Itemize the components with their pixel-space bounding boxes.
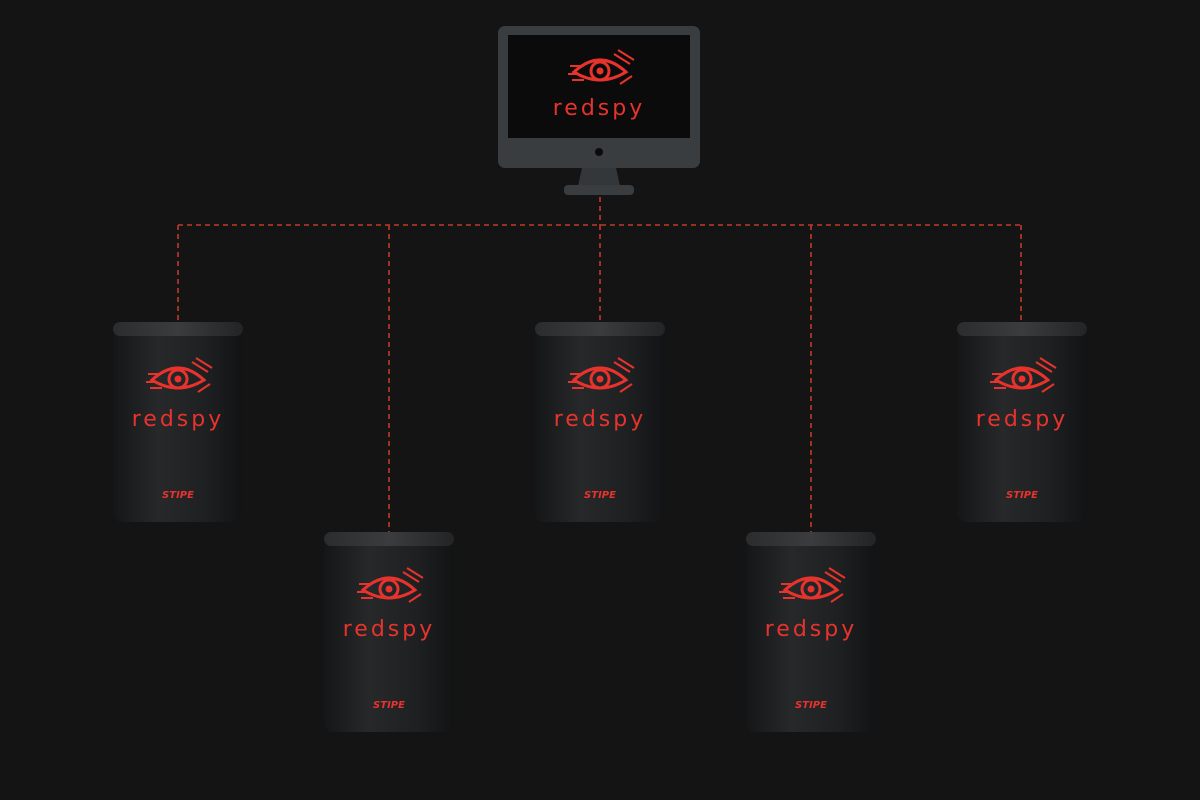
device-node-4: redspy STIPE (746, 532, 876, 732)
device-node-5: redspy STIPE (957, 322, 1087, 522)
device-maker-text: STIPE (1006, 490, 1038, 501)
device-logo-text: redspy (132, 407, 225, 432)
device-node-1: redspy STIPE (113, 322, 243, 522)
device-logo-text: redspy (343, 617, 436, 642)
device-logo-text: redspy (765, 617, 858, 642)
device-maker-text: STIPE (162, 490, 194, 501)
device-logo-text: redspy (554, 407, 647, 432)
device-maker-text: STIPE (584, 490, 616, 501)
device-node-2: redspy STIPE (324, 532, 454, 732)
hub-monitor: redspy (498, 26, 700, 195)
hub-logo-text: redspy (553, 96, 646, 121)
connector-lines (177, 197, 1022, 532)
device-maker-text: STIPE (795, 700, 827, 711)
device-maker-text: STIPE (373, 700, 405, 711)
device-node-3: redspy STIPE (535, 322, 665, 522)
device-logo-text: redspy (976, 407, 1069, 432)
